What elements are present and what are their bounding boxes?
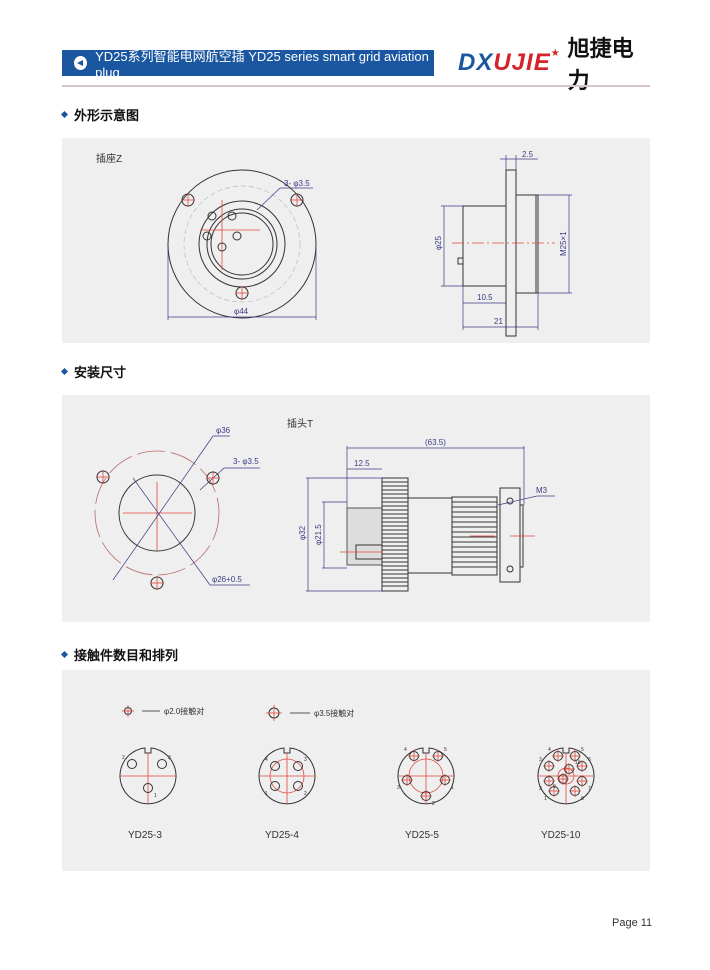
contact-pin: 5 — [432, 747, 447, 762]
length-b-dim: 21 — [494, 317, 503, 326]
logo-text-b: UJIE — [493, 49, 551, 76]
contact-pin: 3 — [397, 774, 413, 791]
pin-number: 6 — [588, 757, 591, 763]
large-contact-legend-icon — [266, 705, 282, 721]
front-length-dim: 12.5 — [354, 459, 370, 468]
contact-pin: 3 — [157, 755, 171, 769]
inner-diameter-dim: φ21.5 — [314, 524, 323, 545]
contact-pin: 3 — [293, 757, 307, 771]
total-length-dim: (63.5) — [425, 438, 446, 447]
header-bar: YD25系列智能电网航空插 YD25 series smart grid avi… — [62, 49, 434, 80]
pin-number: 4 — [265, 757, 268, 763]
diamond-bullet-icon — [60, 110, 69, 119]
holes-dim: 3- φ3.5 — [284, 179, 310, 188]
page-number: Page 11 — [612, 917, 653, 929]
header-divider — [62, 85, 650, 87]
contact-pin: 4 — [265, 757, 280, 771]
plug-label: 插头T — [287, 417, 313, 430]
pin-number: 4 — [404, 747, 407, 753]
pin-number: 1 — [544, 796, 547, 802]
pin-number: 1 — [451, 785, 454, 791]
mount-holes-dim: 3- φ3.5 — [233, 457, 259, 466]
contact-pin: 2 — [293, 781, 307, 797]
pcd-dim: φ36 — [216, 426, 231, 435]
diameter-dim: φ44 — [234, 307, 249, 316]
contact-pin: 9 — [553, 773, 569, 790]
section-title-contacts: 接触件数目和排列 — [60, 645, 179, 664]
diamond-bullet-icon — [60, 650, 69, 659]
section-title-text: 接触件数目和排列 — [74, 648, 179, 663]
section-title-text: 外形示意图 — [74, 108, 140, 123]
contact-pin: 8 — [569, 785, 584, 802]
length-a-dim: 10.5 — [477, 293, 493, 302]
pin-number: 3 — [168, 755, 171, 761]
contact-pin: 10 — [563, 760, 581, 775]
model-label-yd25-10: YD25-10 — [541, 830, 581, 841]
legend-large-contact: φ3.5接触对 — [314, 708, 354, 718]
contact-pin: 3 — [539, 757, 555, 772]
body-diameter-dim: φ25 — [434, 235, 443, 250]
star-icon: ★ — [550, 47, 560, 59]
diamond-bullet-icon — [60, 367, 69, 376]
contact-pin: 1 — [544, 785, 560, 802]
connector-face-yd25-5: 1 2 3 4 5 — [397, 747, 455, 807]
mounting-hole-icon — [181, 193, 304, 300]
outline-drawing: 插座Z 3- φ3.5 φ44 — [96, 150, 572, 337]
connector-face-yd25-3: 1 2 3 — [119, 747, 177, 805]
contact-pin: 2 — [539, 775, 555, 792]
legend-small-contact: φ2.0接触对 — [164, 706, 204, 716]
mount-drawing: φ36 3- φ3.5 φ26+0.5 插头T (63.5) 12.5 φ32 — [94, 417, 555, 592]
pin-number: 2 — [432, 801, 435, 807]
connector-face-yd25-10: 12 34 56 78 9 10 — [537, 747, 595, 805]
knurled-nut — [381, 477, 409, 592]
pin-number: 1 — [265, 791, 268, 797]
outer-diameter-dim: φ32 — [298, 525, 307, 540]
model-label-yd25-3: YD25-3 — [128, 830, 162, 841]
section-title-mount: 安装尺寸 — [60, 362, 127, 381]
screw-dim: M3 — [536, 486, 548, 495]
pin-number: 7 — [588, 786, 591, 792]
small-contact-legend-icon — [122, 705, 134, 717]
contact-pin: 5 — [569, 747, 584, 762]
pin-number: 3 — [304, 757, 307, 763]
contact-pin: 4 — [404, 747, 420, 762]
pin-number: 2 — [539, 786, 542, 792]
contact-pin: 1 — [143, 783, 157, 799]
contact-pin: 6 — [576, 757, 591, 772]
socket-label: 插座Z — [96, 152, 122, 165]
pin-number: 1 — [154, 793, 157, 799]
contact-pin: 2 — [420, 790, 435, 807]
mount-drawing-panel: φ36 3- φ3.5 φ26+0.5 插头T (63.5) 12.5 φ32 — [62, 395, 650, 622]
thread-dim: M25×1 — [559, 231, 568, 256]
logo-text-a: DX — [458, 49, 494, 76]
pin-number: 3 — [539, 757, 542, 763]
model-label-yd25-5: YD25-5 — [405, 830, 439, 841]
contact-pin: 2 — [122, 755, 137, 769]
pin-number: 2 — [122, 755, 125, 761]
pin-number: 2 — [304, 791, 307, 797]
outline-drawing-panel: 插座Z 3- φ3.5 φ44 — [62, 138, 650, 343]
pin-number: 3 — [397, 785, 400, 791]
contact-pin: 7 — [576, 775, 591, 792]
section-title-outline: 外形示意图 — [60, 105, 140, 124]
pin-number: 5 — [581, 747, 584, 753]
contact-pin: 4 — [548, 747, 564, 762]
section-title-text: 安装尺寸 — [74, 365, 127, 380]
pin-number: 9 — [553, 784, 556, 790]
model-label-yd25-4: YD25-4 — [265, 830, 299, 841]
contact-pin: 1 — [439, 774, 454, 791]
cutout-dim: φ26+0.5 — [212, 575, 242, 584]
pin-number: 4 — [548, 747, 551, 753]
connector-face-yd25-4: 1 2 3 4 — [258, 747, 316, 805]
contact-pin: 1 — [265, 781, 280, 797]
brand-logo: DXUJIE ★ 旭捷电力 — [458, 36, 654, 93]
pin-number: 8 — [581, 796, 584, 802]
flange-dim: 2.5 — [522, 150, 534, 159]
circle-left-arrow-icon[interactable] — [74, 56, 88, 70]
pin-number: 10 — [575, 760, 581, 766]
pin-number: 5 — [444, 747, 447, 753]
header-title: YD25系列智能电网航空插 YD25 series smart grid avi… — [95, 49, 429, 80]
